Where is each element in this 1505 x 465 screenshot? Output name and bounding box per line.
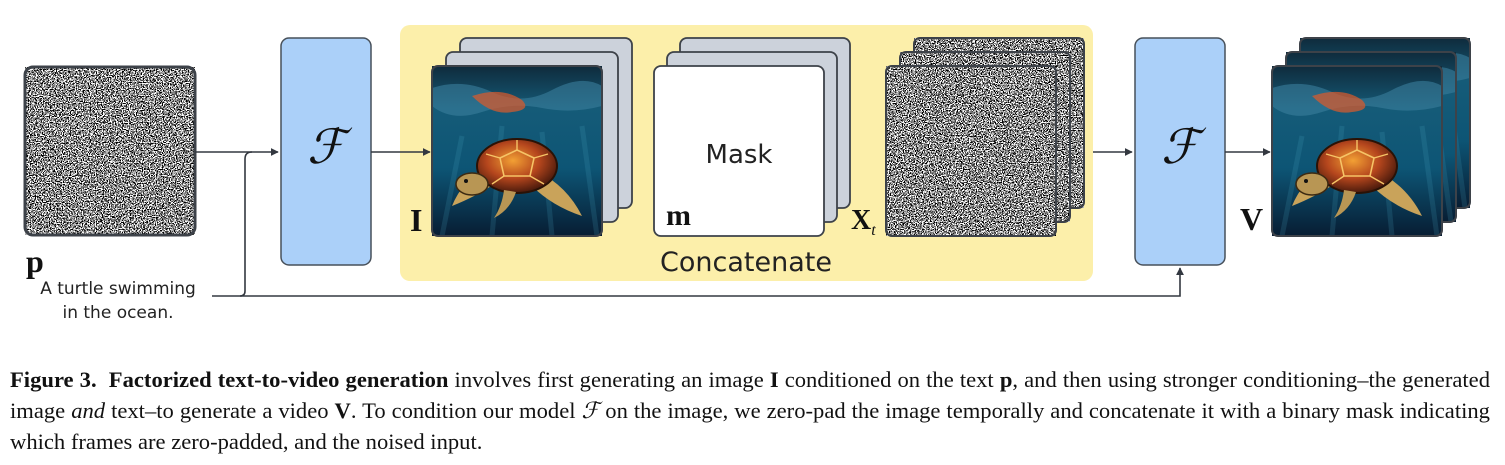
noise-symbol: Xt — [851, 205, 876, 239]
video-symbol: V — [1240, 201, 1263, 237]
caption-sym-model: ℱ — [581, 398, 600, 423]
mask-stack — [653, 37, 851, 237]
image-symbol: I — [410, 202, 422, 238]
figure-label: Figure 3. — [10, 367, 97, 392]
caption-text-1: involves first generating an image — [448, 367, 770, 392]
noise-subscript: t — [871, 222, 876, 239]
caption-text-6: on the image, we zero-pad the image temp… — [10, 398, 1490, 454]
caption-title: Factorized text-to-video generation — [108, 367, 449, 392]
caption-sym-image: I — [769, 367, 779, 392]
video-frame — [1272, 66, 1442, 236]
caption-text-3: , and then using stronger conditioning–t… — [10, 367, 1490, 423]
prompt-symbol: p — [26, 243, 44, 279]
concatenate-label: Concatenate — [660, 247, 832, 278]
video-stack — [1271, 37, 1471, 237]
caption-text-5: . To condition our model — [350, 398, 582, 423]
prompt-noise-square — [23, 65, 197, 237]
factorized-generation-diagram: p A turtle swimming in the ocean. ℱ I Ma… — [23, 25, 1471, 323]
prompt-text-line1: A turtle swimming — [40, 279, 196, 299]
mask-label: Mask — [706, 140, 773, 170]
arrow-text-to-model2 — [240, 267, 1184, 297]
caption-sym-video: V — [334, 398, 351, 423]
caption-and: and — [71, 398, 106, 423]
arrow-text-branch — [212, 151, 253, 297]
image-stack — [431, 37, 633, 237]
prompt-text-line2: in the ocean. — [62, 303, 173, 323]
caption-sym-prompt: p — [999, 367, 1013, 392]
caption-text-2: conditioned on the text — [778, 367, 1000, 392]
noise-stack — [885, 37, 1085, 237]
mask-symbol: m — [666, 199, 691, 232]
caption-text-4: text–to generate a video — [105, 398, 335, 423]
figure-caption: Figure 3. Factorized text-to-video gener… — [10, 364, 1490, 457]
flow-arrows — [195, 148, 1271, 297]
turtle-image — [432, 66, 602, 236]
